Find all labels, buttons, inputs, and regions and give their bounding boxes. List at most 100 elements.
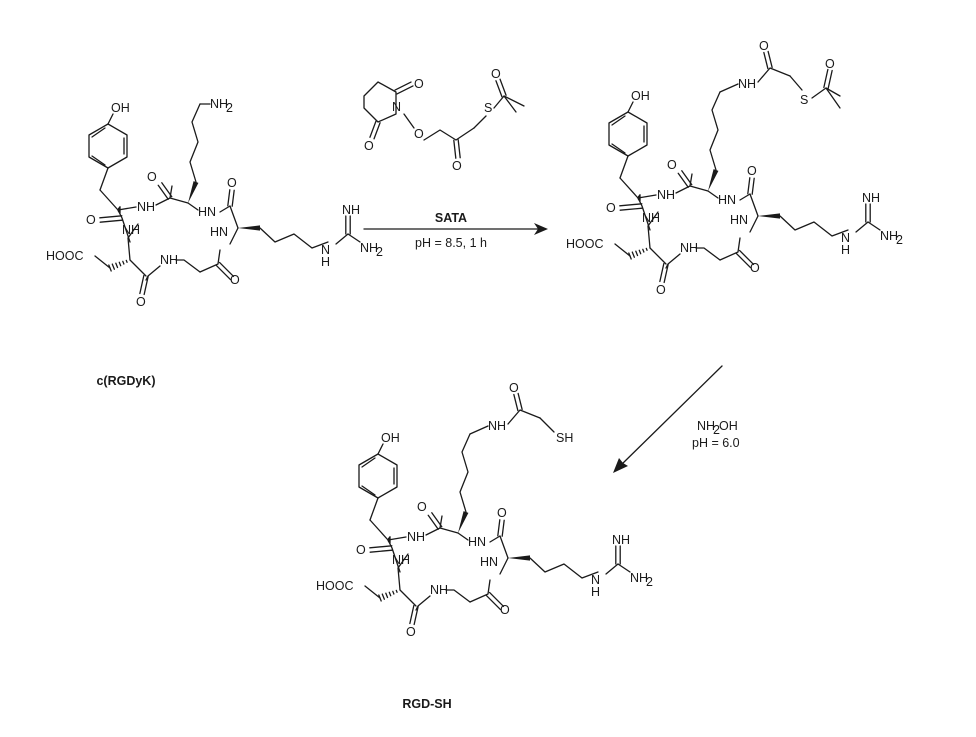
hash-stroke <box>638 249 642 255</box>
carbonyl-o: O <box>230 273 240 287</box>
sulfur-label: S <box>484 101 492 115</box>
guanidine-nh2: NH2 <box>630 571 653 589</box>
carbonyl-o: O <box>417 500 427 514</box>
backbone <box>387 539 401 573</box>
backbone <box>499 557 509 575</box>
hash-stroke <box>635 250 639 257</box>
carbonyl <box>369 545 393 549</box>
backbone <box>469 579 491 603</box>
hash-stroke <box>122 260 125 265</box>
carbonyl <box>413 605 419 626</box>
carbonyl <box>827 69 833 90</box>
backbone <box>637 194 657 199</box>
amide-hn-label: HN <box>198 205 216 219</box>
carbonyl <box>227 189 231 207</box>
carbonyl <box>409 604 415 625</box>
carbonyl <box>99 219 123 223</box>
aromatic-double <box>361 457 376 468</box>
amide-hn-label: HN <box>468 535 486 549</box>
hash-stroke <box>118 261 122 267</box>
hash-stroke <box>388 591 392 597</box>
carbonyl <box>369 120 377 138</box>
arrow-head <box>534 223 548 235</box>
hash-stroke <box>125 259 128 263</box>
aspartate-side-chain <box>94 255 111 269</box>
carbonyl <box>751 177 755 195</box>
carbonyl <box>488 591 505 608</box>
compound-label-start: c(RGDyK) <box>96 374 155 388</box>
backbone <box>425 515 443 536</box>
guanidine-nh2: NH2 <box>360 241 383 259</box>
benzyl-bond <box>369 497 379 521</box>
carbonyl <box>619 203 643 207</box>
backbone <box>169 197 189 204</box>
label-crgdyk: c(RGDyK) <box>96 374 155 388</box>
carbonyl <box>495 80 503 98</box>
carbonyl <box>139 274 145 295</box>
carbonyl-o: O <box>356 543 366 557</box>
benzyl-bond <box>99 189 119 211</box>
guanidine-nh2: NH2 <box>880 229 903 247</box>
guanidine-bond <box>335 233 349 245</box>
hash-stroke <box>645 247 648 251</box>
hydroxyl-label: OH <box>381 431 400 445</box>
arginine-side-chain <box>259 227 329 249</box>
benzyl-bond <box>369 519 389 541</box>
nh-text: NH <box>880 229 898 243</box>
succinimide-ring <box>363 81 397 123</box>
backbone <box>719 237 741 261</box>
backbone <box>707 190 719 199</box>
phenol-ring <box>88 123 128 169</box>
hashed-bond <box>628 247 648 260</box>
backbone <box>117 209 131 243</box>
carbonyl <box>513 393 519 412</box>
hashed-bond <box>108 259 128 272</box>
subscript-2: 2 <box>646 575 653 589</box>
guanidine-bond <box>855 221 869 233</box>
carbonyl-o: O <box>497 506 507 520</box>
step2-conditions: pH = 6.0 <box>692 436 740 450</box>
thioester <box>811 87 841 99</box>
carbonyl <box>431 512 443 528</box>
carbonyl <box>218 261 235 278</box>
backbone <box>749 215 759 233</box>
carbonyl-o: O <box>452 159 462 173</box>
backbone <box>219 205 231 213</box>
compound-label-product: RGD-SH <box>402 697 451 711</box>
hydroxyl-label: OH <box>111 101 130 115</box>
carbonyl <box>517 392 523 411</box>
carbonyl <box>763 51 769 70</box>
subscript-2: 2 <box>376 245 383 259</box>
wedge-bond <box>188 181 199 203</box>
hydroxyl-label: OH <box>631 89 650 103</box>
nh-text: NH <box>210 97 228 111</box>
imide-n: N <box>392 100 401 114</box>
amide-hn-label: HN <box>730 213 748 227</box>
benzyl-bond <box>619 155 629 179</box>
guanidine-n: N <box>321 243 330 257</box>
hash-stroke <box>392 590 395 595</box>
amide-hn-label: HN <box>718 193 736 207</box>
backbone <box>399 589 417 607</box>
carbonyl <box>747 177 751 195</box>
c-oh-bond <box>107 113 114 125</box>
carbonyl-o: O <box>227 176 237 190</box>
carbonyl <box>453 139 457 159</box>
amide-nh-label: NH <box>738 77 756 91</box>
nh-text: NH <box>630 571 648 585</box>
carbonyl-o: O <box>606 201 616 215</box>
lysine-side-chain <box>709 91 721 171</box>
backbone <box>117 206 137 211</box>
label-rgd-sh: RGD-SH <box>402 697 451 711</box>
arginine-side-chain <box>529 557 599 579</box>
nh2oh-sub: 2 <box>713 423 720 437</box>
arrow-shaft <box>619 365 723 467</box>
backbone <box>499 535 509 559</box>
aspartate-side-chain <box>364 585 381 599</box>
guanidine-n: N <box>591 573 600 587</box>
methyl-bond <box>503 95 517 113</box>
backbone <box>387 536 407 541</box>
